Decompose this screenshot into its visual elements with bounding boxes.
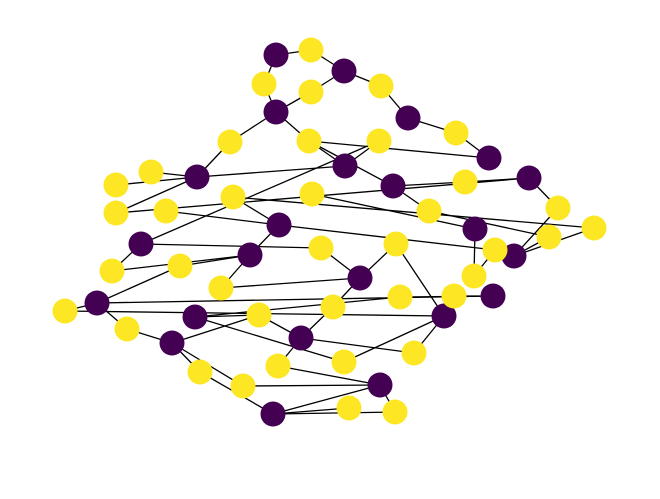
graph-node	[103, 200, 129, 226]
graph-node	[217, 129, 243, 155]
graph-node	[308, 235, 334, 261]
graph-node	[288, 325, 314, 351]
graph-node	[383, 231, 409, 257]
graph-node	[263, 99, 289, 125]
graph-node	[336, 395, 362, 421]
graph-edge	[115, 176, 198, 214]
graph-node	[298, 37, 324, 63]
graph-node	[182, 304, 208, 330]
graph-node	[482, 237, 508, 263]
graph-node	[536, 224, 562, 250]
graph-node	[516, 165, 542, 191]
graph-node	[387, 284, 413, 310]
graph-edge	[343, 315, 445, 363]
graph-node	[138, 159, 164, 185]
graph-node	[52, 298, 78, 324]
graph-node	[332, 153, 358, 179]
graph-node	[416, 198, 442, 224]
graph-node	[443, 120, 469, 146]
graph-node	[208, 275, 234, 301]
graph-node	[128, 231, 154, 257]
graph-node	[581, 215, 607, 241]
graph-node	[382, 399, 408, 425]
graph-edge	[96, 265, 181, 304]
graph-edge	[171, 314, 260, 344]
graph-edge	[395, 243, 445, 317]
graph-node	[263, 42, 289, 68]
graph-node	[331, 349, 357, 375]
graph-node	[368, 73, 394, 99]
graph-node	[367, 372, 393, 398]
graph-edge	[220, 277, 361, 289]
graph-node	[380, 173, 406, 199]
node-layer	[52, 37, 607, 427]
graph-node	[366, 128, 392, 154]
graph-node	[159, 330, 185, 356]
graph-node	[103, 172, 129, 198]
graph-node	[167, 253, 193, 279]
graph-edge	[96, 295, 494, 304]
graph-node	[184, 164, 210, 190]
graph-node	[265, 353, 291, 379]
graph-edge	[272, 407, 350, 415]
graph-node	[260, 401, 286, 427]
graph-node	[480, 283, 506, 309]
graph-edge	[165, 210, 280, 226]
graph-node	[246, 302, 272, 328]
graph-node	[320, 294, 346, 320]
graph-edge	[272, 384, 381, 415]
graph-node	[296, 128, 322, 154]
graph-node	[237, 242, 263, 268]
graph-edge	[308, 140, 490, 159]
graph-node	[99, 258, 125, 284]
graph-edge	[242, 384, 381, 387]
graph-node	[441, 283, 467, 309]
graph-node	[462, 216, 488, 242]
graph-node	[298, 79, 324, 105]
graph-node	[452, 169, 478, 195]
graph-edge	[277, 365, 381, 386]
graph-edge	[196, 165, 346, 178]
graph-edge	[194, 296, 401, 318]
graph-node	[153, 198, 179, 224]
graph-edge	[232, 196, 595, 229]
graph-node	[114, 316, 140, 342]
graph-node	[251, 71, 277, 97]
graph-node	[187, 359, 213, 385]
graph-node	[545, 195, 571, 221]
graph-node	[266, 212, 292, 238]
graph-node	[501, 243, 527, 269]
graph-edge	[272, 411, 396, 415]
graph-node	[395, 105, 421, 131]
graph-node	[347, 265, 373, 291]
graph-node	[230, 373, 256, 399]
graph-edge	[194, 316, 345, 363]
graph-node	[331, 58, 357, 84]
graph-node	[461, 263, 487, 289]
graph-edge	[311, 193, 476, 230]
graph-node	[299, 181, 325, 207]
graph-node	[431, 303, 457, 329]
graph-node	[220, 184, 246, 210]
graph-edge	[300, 337, 415, 354]
graph-node	[84, 290, 110, 316]
graph-node	[401, 340, 427, 366]
graph-node	[476, 145, 502, 171]
graph-edge	[140, 243, 322, 249]
